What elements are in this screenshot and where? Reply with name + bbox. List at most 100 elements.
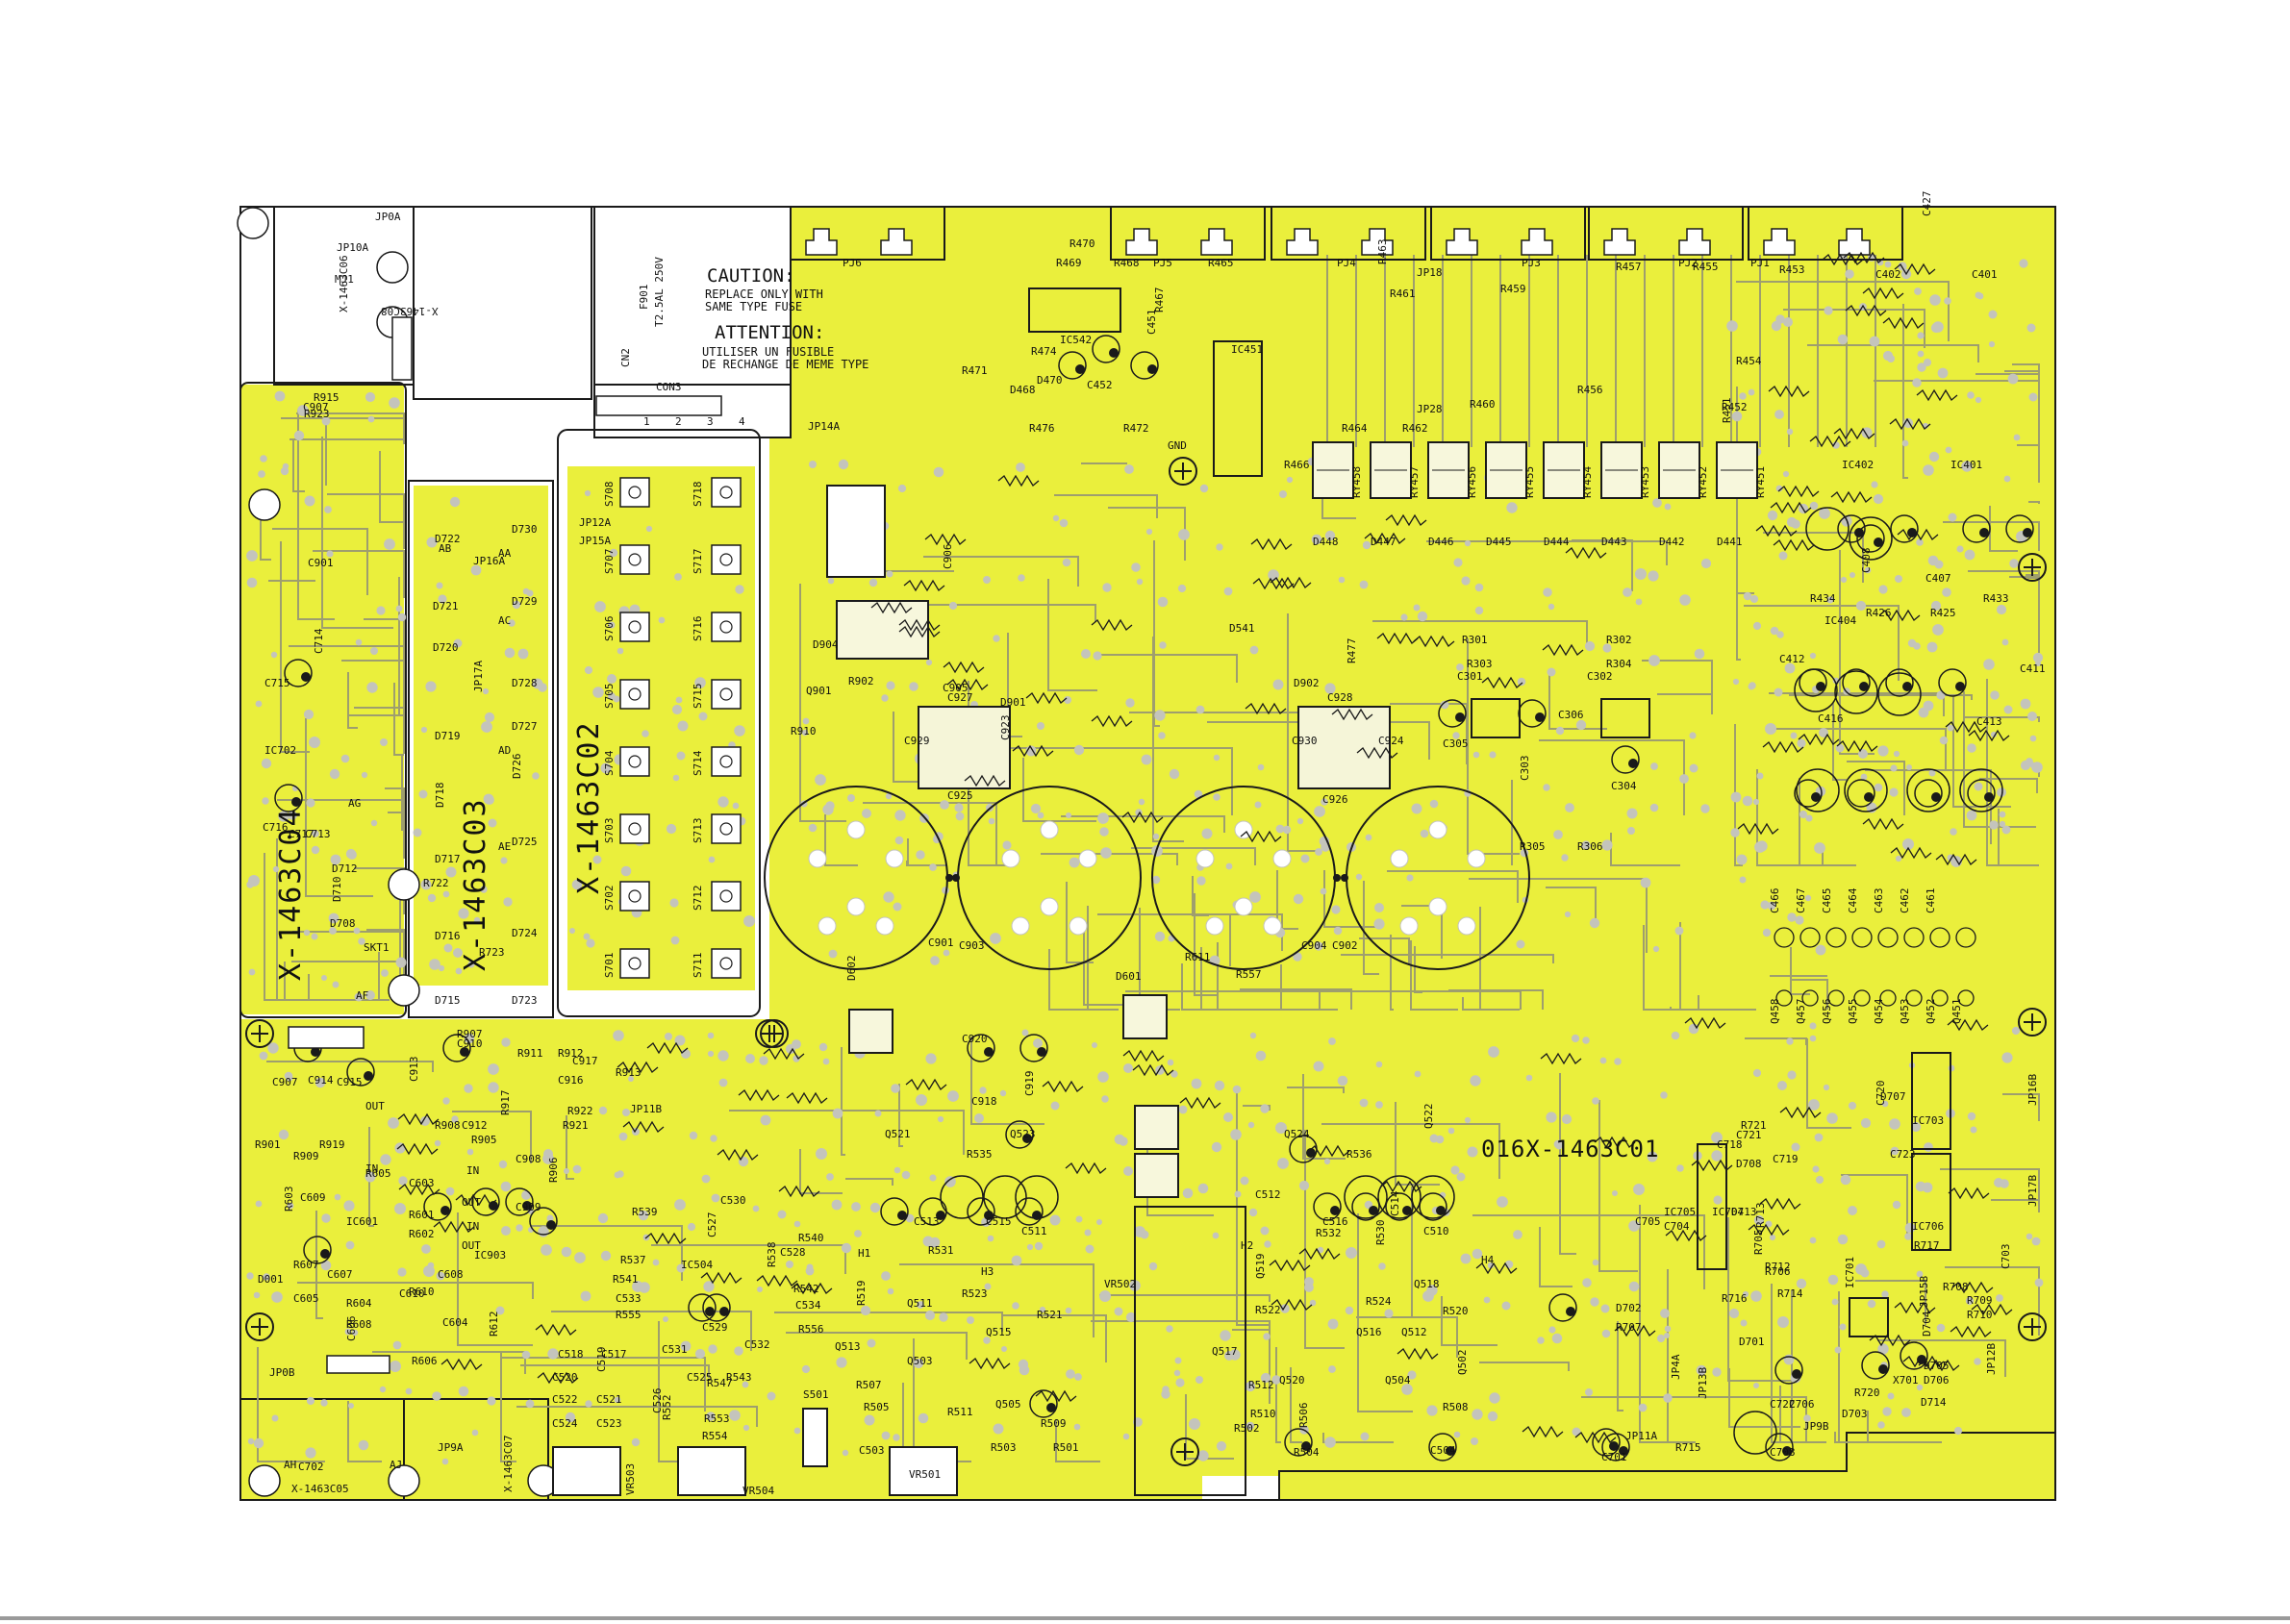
diode-bridge-d901 — [918, 706, 1011, 789]
pad-dot — [1895, 575, 1902, 583]
pad-dot — [547, 1348, 559, 1360]
component-label-h3: H3 — [981, 1265, 994, 1278]
resistor-symbol — [1665, 1229, 1707, 1242]
switch-s717 — [711, 544, 742, 575]
trace-line-z2-8 — [729, 1110, 965, 1155]
component-label-r521: R521 — [1037, 1309, 1063, 1321]
pad-dot — [516, 1224, 523, 1232]
relay-ry601 — [1122, 994, 1168, 1039]
pad-dot — [1840, 1174, 1851, 1186]
switch-actuator — [719, 822, 733, 836]
pad-dot — [1271, 1375, 1281, 1385]
pad-dot — [311, 845, 320, 855]
pad-dot — [1453, 1431, 1461, 1438]
trace-line-z1-30 — [1390, 935, 1394, 1011]
pad-dot — [1050, 1101, 1060, 1111]
pad-dot — [1656, 1334, 1666, 1343]
resistor-symbol — [1777, 485, 1820, 498]
pad-dot — [1066, 812, 1071, 818]
trace-line-z0-29 — [1372, 620, 1588, 649]
pad-dot — [458, 908, 469, 919]
pad-dot — [1220, 1330, 1231, 1341]
trace-line-z1-33 — [1643, 925, 1692, 1011]
pad-dot — [367, 415, 375, 423]
pad-dot — [1961, 461, 1973, 472]
pad-dot — [1996, 1294, 2003, 1302]
sub-board-hole — [237, 207, 269, 239]
resistor-symbol — [644, 1232, 687, 1245]
pad-dot — [1085, 1244, 1095, 1254]
trace-line-z5-12 — [321, 437, 393, 629]
component-label-q512: Q512 — [1401, 1326, 1427, 1338]
pad-dot — [1589, 917, 1600, 929]
pad-dot — [1145, 528, 1153, 536]
mounting-hole — [2018, 553, 2047, 582]
capacitor-pin — [1330, 1206, 1340, 1215]
pad-dot — [1901, 439, 1909, 447]
pad-dot — [585, 1400, 592, 1408]
component-label-d602: D602 — [845, 955, 858, 982]
resistor-symbol — [1397, 1347, 1439, 1361]
resistor-symbol — [433, 1220, 475, 1234]
pin-label-in-0: IN — [466, 1164, 480, 1177]
component-label-q901: Q901 — [806, 685, 832, 697]
component-label-c513: C513 — [914, 1215, 940, 1228]
sub-board-hole — [376, 251, 409, 284]
trace-line-z4-22 — [1989, 506, 2018, 552]
pad-dot — [1689, 732, 1697, 739]
component-label-r503: R503 — [991, 1441, 1017, 1454]
trace-line-z0-4 — [824, 814, 858, 866]
pad-dot — [1923, 700, 1934, 712]
component-label-r461: R461 — [1390, 287, 1416, 300]
pad-dot — [274, 390, 286, 402]
pad-dot — [1401, 1384, 1413, 1395]
cap-label-c902: C902 — [1332, 939, 1358, 952]
pad-dot — [703, 1281, 715, 1292]
pad-dot — [1814, 842, 1825, 854]
pad-dot — [1159, 641, 1167, 649]
pad-dot — [1575, 719, 1587, 731]
pad-dot — [413, 828, 422, 837]
pin-label-aj-14: AJ — [390, 1459, 403, 1471]
pad-dot — [488, 1063, 499, 1075]
pad-dot — [1177, 584, 1187, 593]
pad-dot — [701, 1174, 711, 1184]
resistor-symbol — [1945, 720, 1987, 734]
pad-dot — [1936, 690, 1946, 700]
transistor-body — [1775, 989, 1793, 1007]
pad-dot — [929, 863, 937, 871]
pad-dot — [708, 856, 716, 863]
pad-dot — [854, 1230, 862, 1237]
resistor-symbol — [786, 1091, 828, 1105]
pad-dot — [1497, 1196, 1508, 1208]
component-label-r612: R612 — [488, 1311, 500, 1337]
component-label-c607: C607 — [327, 1268, 353, 1281]
resistor-symbol — [1748, 1223, 1790, 1237]
trace-line-z3-30 — [1559, 1073, 1576, 1255]
pad-dot — [1584, 640, 1596, 652]
pad-dot — [1100, 847, 1112, 859]
attention-title: ATTENTION: — [715, 322, 825, 343]
trace-line-z1-4 — [1359, 937, 1410, 965]
resistor-symbol — [1574, 1431, 1617, 1444]
pad-dot — [1546, 1112, 1557, 1123]
pad-dot — [1660, 1309, 1670, 1318]
connector-pin-housing — [1200, 228, 1233, 256]
transistor-label-q455: Q455 — [1847, 998, 1859, 1025]
pad-dot — [999, 1089, 1007, 1097]
capacitor-pin — [1979, 528, 1989, 537]
resistor-symbol — [1012, 744, 1054, 758]
pad-dot — [881, 694, 889, 702]
pad-dot — [598, 1106, 608, 1115]
pad-dot — [311, 933, 318, 940]
trace-line-z5-1 — [292, 438, 305, 492]
pad-dot — [979, 1087, 987, 1094]
pad-dot — [1148, 1262, 1158, 1271]
pad-dot — [442, 890, 450, 898]
pad-dot — [2003, 475, 2011, 483]
pad-dot — [1808, 1099, 1820, 1111]
pin-label-ac-6: AC — [498, 614, 512, 627]
pad-dot — [1767, 510, 1778, 521]
pad-dot — [2001, 1052, 2013, 1063]
pad-dot — [1592, 1259, 1599, 1266]
